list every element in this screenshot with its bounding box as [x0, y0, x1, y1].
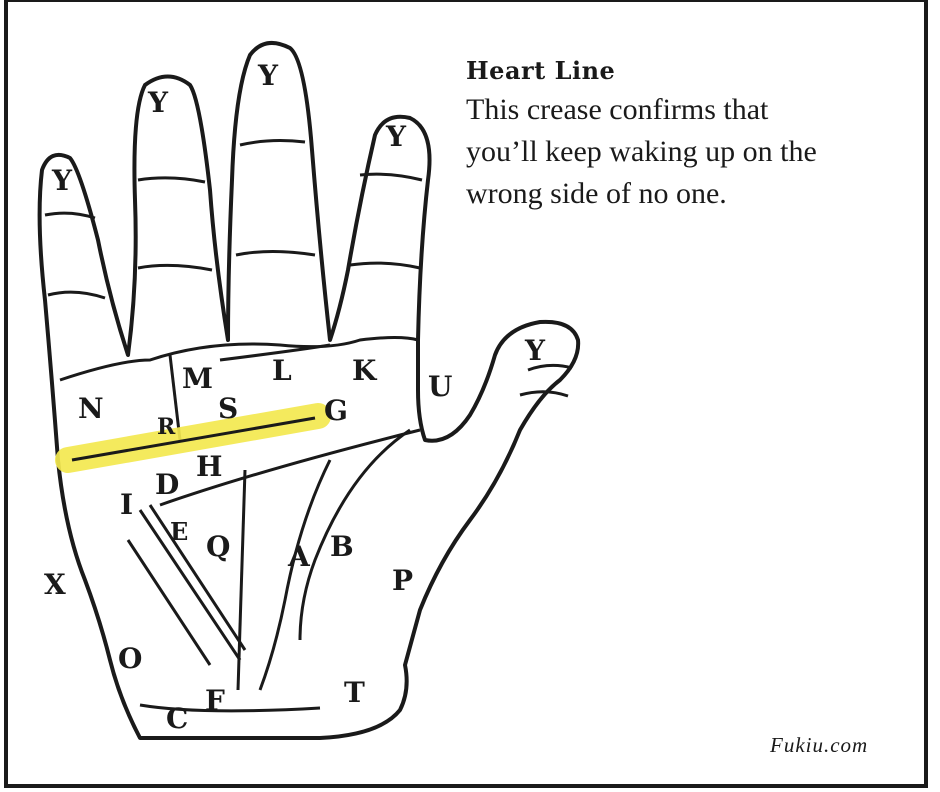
letter-k: K	[352, 354, 378, 387]
caption-body: This crease confirms that you’ll keep wa…	[466, 89, 926, 215]
letter-c: C	[166, 702, 188, 735]
caption-line-1: This crease confirms that	[466, 93, 769, 126]
letter-f: F	[205, 684, 225, 717]
letter-l: L	[272, 354, 292, 387]
palm-letters: Y Y Y Y Y N M L K U R S G H D I E Q A B …	[44, 59, 546, 735]
letter-x: X	[44, 568, 66, 601]
letter-e: E	[170, 517, 188, 546]
caption: Heart Line This crease confirms that you…	[466, 56, 926, 215]
finger-creases	[44, 139, 573, 398]
caption-title: Heart Line	[466, 56, 616, 85]
letter-y-little: Y	[51, 164, 73, 197]
letter-n: N	[78, 392, 104, 425]
caption-line-3: wrong side of no one.	[466, 177, 727, 210]
letter-r: R	[157, 414, 176, 440]
letter-y-middle: Y	[257, 59, 279, 92]
letter-t: T	[344, 676, 365, 709]
letter-i: I	[120, 488, 133, 521]
caption-line-2: you’ll keep waking up on the	[466, 135, 817, 168]
palm-lines	[126, 343, 421, 713]
letter-u: U	[428, 370, 452, 403]
letter-m: M	[182, 362, 213, 395]
letter-o: O	[118, 642, 142, 675]
letter-y-index: Y	[385, 120, 407, 153]
brand-watermark: Fukiu.com	[770, 733, 869, 757]
letter-y-ring: Y	[147, 86, 169, 119]
letter-p: P	[392, 564, 413, 597]
letter-h: H	[196, 450, 222, 483]
frame-border	[4, 0, 928, 788]
letter-a: A	[287, 540, 311, 573]
letter-g: G	[324, 394, 348, 427]
letter-s: S	[218, 392, 238, 425]
letter-y-thumb: Y	[524, 334, 546, 367]
letter-d: D	[155, 468, 179, 501]
letter-q: Q	[206, 530, 230, 563]
letter-b: B	[330, 530, 354, 563]
hand-outline	[37, 40, 581, 740]
heart-line	[71, 416, 316, 462]
